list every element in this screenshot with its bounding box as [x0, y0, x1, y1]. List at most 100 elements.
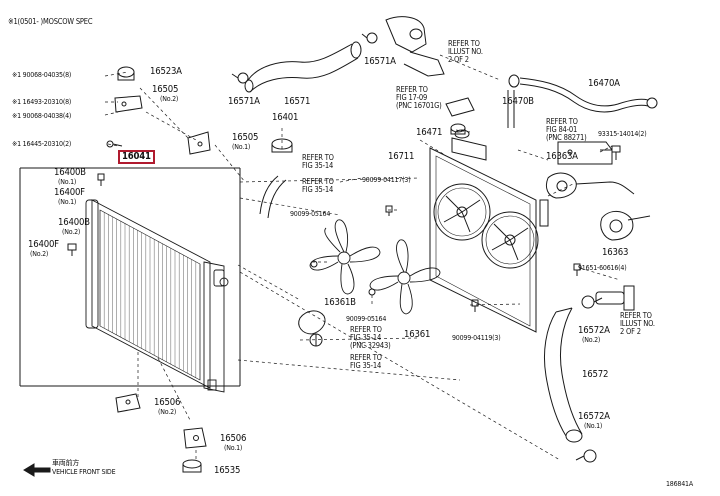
part-label-16363a: 16363A: [546, 151, 578, 162]
part-label-16361b: 16361B: [324, 297, 356, 308]
part-label-16523a: 16523A: [150, 66, 182, 77]
part-label-16505-upper-sub: (No.2): [160, 95, 179, 103]
clamp-16571a-top: [361, 32, 378, 44]
bolt-label-90099-05164-a: 90099-05164: [290, 210, 331, 218]
part-label-16400f-2-sub: (No.2): [30, 250, 49, 258]
clip-16400f-2: [67, 243, 77, 256]
upper-hose-16571: [244, 41, 362, 93]
fan-nut-left: [310, 260, 318, 268]
bolt-90099-04117: [385, 205, 393, 216]
part-label-16401: 16401: [272, 112, 299, 123]
clamp-16571a-mid: [231, 72, 249, 84]
part-label-16506-lower: 16506: [220, 433, 247, 444]
clamp-16572a-top: [581, 295, 603, 309]
vehicle-front-jp: 車両前方: [52, 459, 80, 467]
fan-16361: [369, 239, 441, 315]
part-label-16571: 16571: [284, 96, 311, 107]
bolt-91651: [573, 263, 581, 276]
lower-hose-16572: [543, 307, 583, 443]
bolt-label-90099-04117: 90099-04117(3): [362, 176, 411, 184]
part-label-16506-upper-sub: (No.2): [158, 408, 177, 416]
part-label-16505-mid: 16505: [232, 132, 259, 143]
part-label-16471: 16471: [416, 127, 443, 138]
bracket-16505-upper: [114, 95, 143, 113]
water-outlet: [385, 16, 445, 77]
bolt-label-90099-04119: 90099-04119(3): [452, 334, 501, 342]
clip-16400f-1: [97, 173, 105, 186]
bolt-16445: [106, 140, 123, 148]
bolt-90099-04119: [471, 299, 479, 312]
cap-16471: [450, 123, 466, 135]
cushion-16535: [182, 459, 202, 473]
part-label-16572a-bot-sub: (No.1): [584, 422, 603, 430]
radiator: [85, 199, 229, 393]
overflow-hose: [259, 175, 287, 219]
bolt-label-90068-2: ※1 90068-04038(4): [12, 112, 72, 120]
part-label-16505-mid-sub: (No.1): [232, 143, 251, 151]
part-label-16400b-1: 16400B: [54, 167, 86, 178]
part-label-16400b-2-sub: (No.2): [62, 228, 81, 236]
part-label-16400f-2: 16400F: [28, 239, 59, 250]
part-label-16572a-bot: 16572A: [578, 411, 610, 422]
part-label-16400b-2: 16400B: [58, 217, 90, 228]
fan-pulley: [298, 310, 326, 347]
fan-nut-right: [368, 288, 376, 296]
part-label-16571a-mid: 16571A: [228, 96, 260, 107]
part-label-16400f-1-sub: (No.1): [58, 198, 77, 206]
hose-bracket-16506-lower: [183, 427, 207, 449]
hose-16470b: [507, 74, 520, 128]
part-label-16470a: 16470A: [588, 78, 620, 89]
part-label-16572a-top-sub: (No.2): [582, 336, 601, 344]
bolt-label-90099-05164-b: 90099-05164: [346, 315, 387, 323]
relay-bracket: [557, 141, 613, 165]
part-label-16505-upper: 16505: [152, 84, 179, 95]
part-label-16400f-1: 16400F: [54, 187, 85, 198]
part-label-16041-highlighted: 16041: [118, 150, 155, 164]
bolt-label-93315: 93315-14014(2): [598, 130, 647, 138]
part-label-16571a-top: 16571A: [364, 56, 396, 67]
vehicle-front-label: VEHICLE FRONT SIDE: [52, 468, 116, 476]
part-label-16361: 16361: [404, 329, 431, 340]
bolt-label-90068-1: ※1 90068-04035(8): [12, 71, 72, 79]
bolt-label-91651: 91651-60616(4): [578, 264, 627, 272]
header-note: ※1(0501- )MOSCOW SPEC: [8, 17, 93, 26]
hose-bracket-16506-upper: [115, 393, 141, 413]
hose-16470a: [519, 77, 658, 113]
part-label-16572: 16572: [582, 369, 609, 380]
part-label-16470b: 16470B: [502, 96, 534, 107]
part-label-16400b-1-sub: (No.1): [58, 178, 77, 186]
reservoir-cap-16401: [271, 138, 293, 153]
part-label-16506-lower-sub: (No.1): [224, 444, 243, 452]
bolt-label-16445: ※1 16445-20310(2): [12, 140, 72, 148]
bolt-93315: [611, 145, 621, 160]
motor-16363: [600, 211, 651, 241]
motor-16363a: [545, 172, 635, 199]
illustration-number: 186841A: [666, 480, 693, 488]
fan-shroud-16711: [429, 129, 549, 333]
bracket-16505-mid: [187, 131, 211, 155]
label-plate: [445, 97, 475, 117]
clamp-16572a-bot: [575, 449, 597, 463]
radiator-box: [19, 167, 241, 387]
part-label-16572a-top: 16572A: [578, 325, 610, 336]
part-label-16711: 16711: [388, 151, 415, 162]
part-label-16506-upper: 16506: [154, 397, 181, 408]
part-label-16363: 16363: [602, 247, 629, 258]
radiator-cap-16523a: [117, 66, 135, 81]
part-label-16535: 16535: [214, 465, 241, 476]
vehicle-front-arrow-icon: [23, 463, 51, 477]
bolt-label-16493: ※1 16493-20310(8): [12, 98, 72, 106]
water-inlet-pipe: [595, 285, 635, 311]
leader-lines: [104, 54, 621, 462]
fan-16361b: [309, 219, 381, 295]
